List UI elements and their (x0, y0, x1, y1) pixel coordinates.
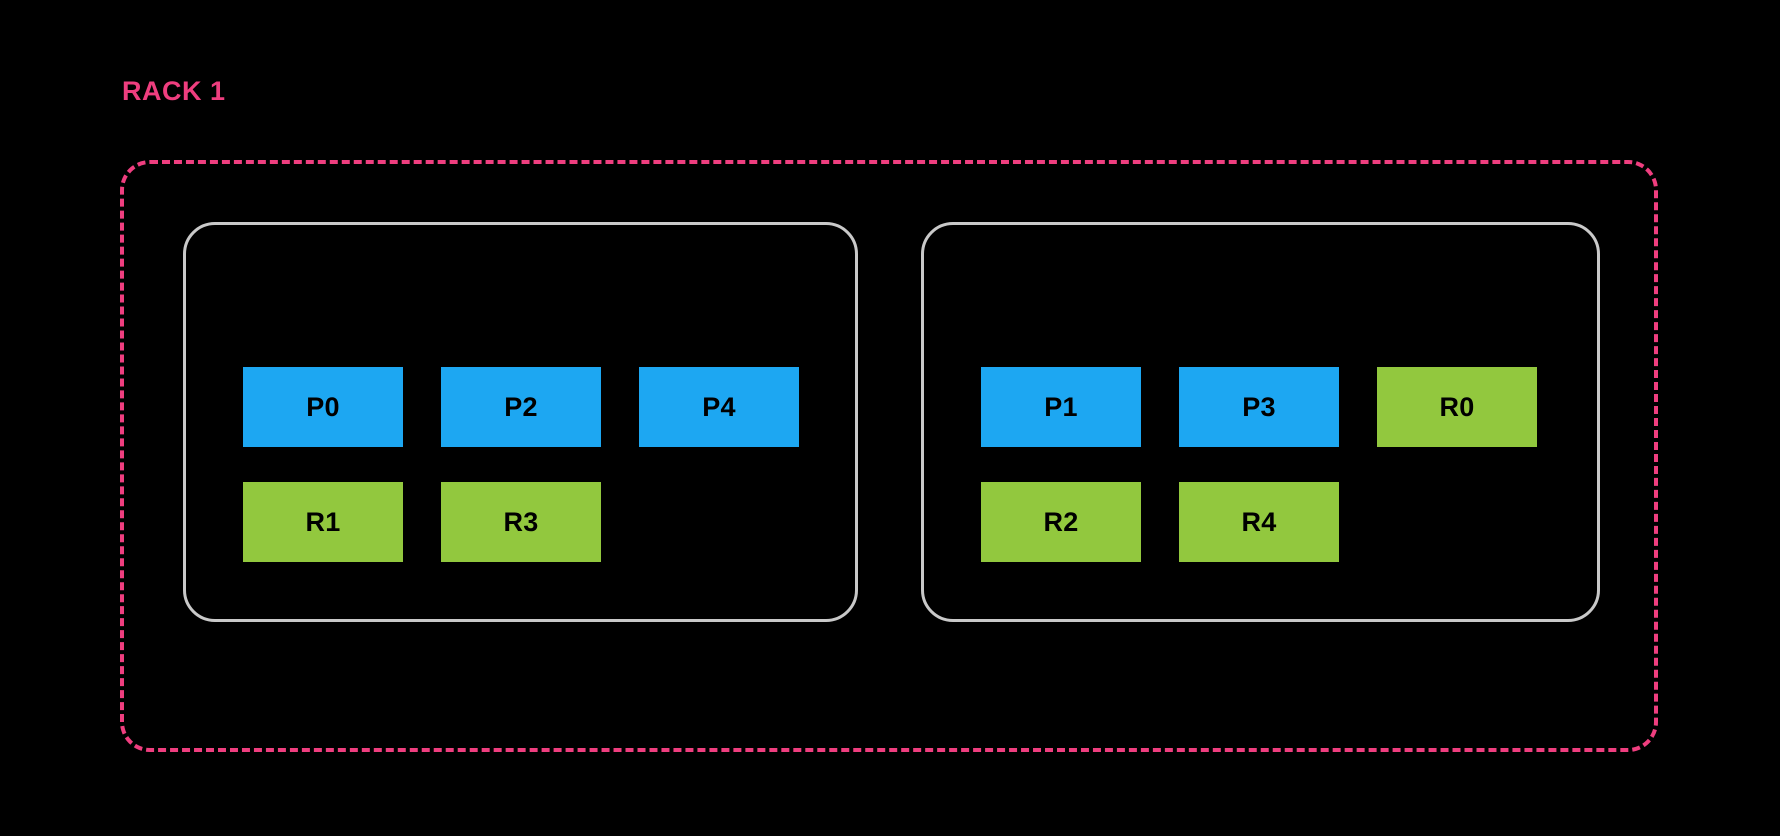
shard-box[interactable]: R4 (1179, 482, 1339, 562)
shard-box[interactable]: P3 (1179, 367, 1339, 447)
shard-box[interactable]: R2 (981, 482, 1141, 562)
shard-box[interactable]: R0 (1377, 367, 1537, 447)
rack-boundary (120, 160, 1658, 752)
shard-row-primary-right: P1 P3 R0 (981, 367, 1537, 447)
rack-label: RACK 1 (122, 76, 226, 106)
shard-box[interactable]: P0 (243, 367, 403, 447)
shard-row-replica-left: R1 R3 (243, 482, 601, 562)
node-box-left: P0 P2 P4 R1 R3 (183, 222, 858, 622)
shard-box[interactable]: P2 (441, 367, 601, 447)
shard-box[interactable]: P1 (981, 367, 1141, 447)
node-box-right: P1 P3 R0 R2 R4 (921, 222, 1600, 622)
shard-row-replica-right: R2 R4 (981, 482, 1339, 562)
shard-box[interactable]: R1 (243, 482, 403, 562)
shard-row-primary-left: P0 P2 P4 (243, 367, 799, 447)
shard-box[interactable]: P4 (639, 367, 799, 447)
shard-box[interactable]: R3 (441, 482, 601, 562)
